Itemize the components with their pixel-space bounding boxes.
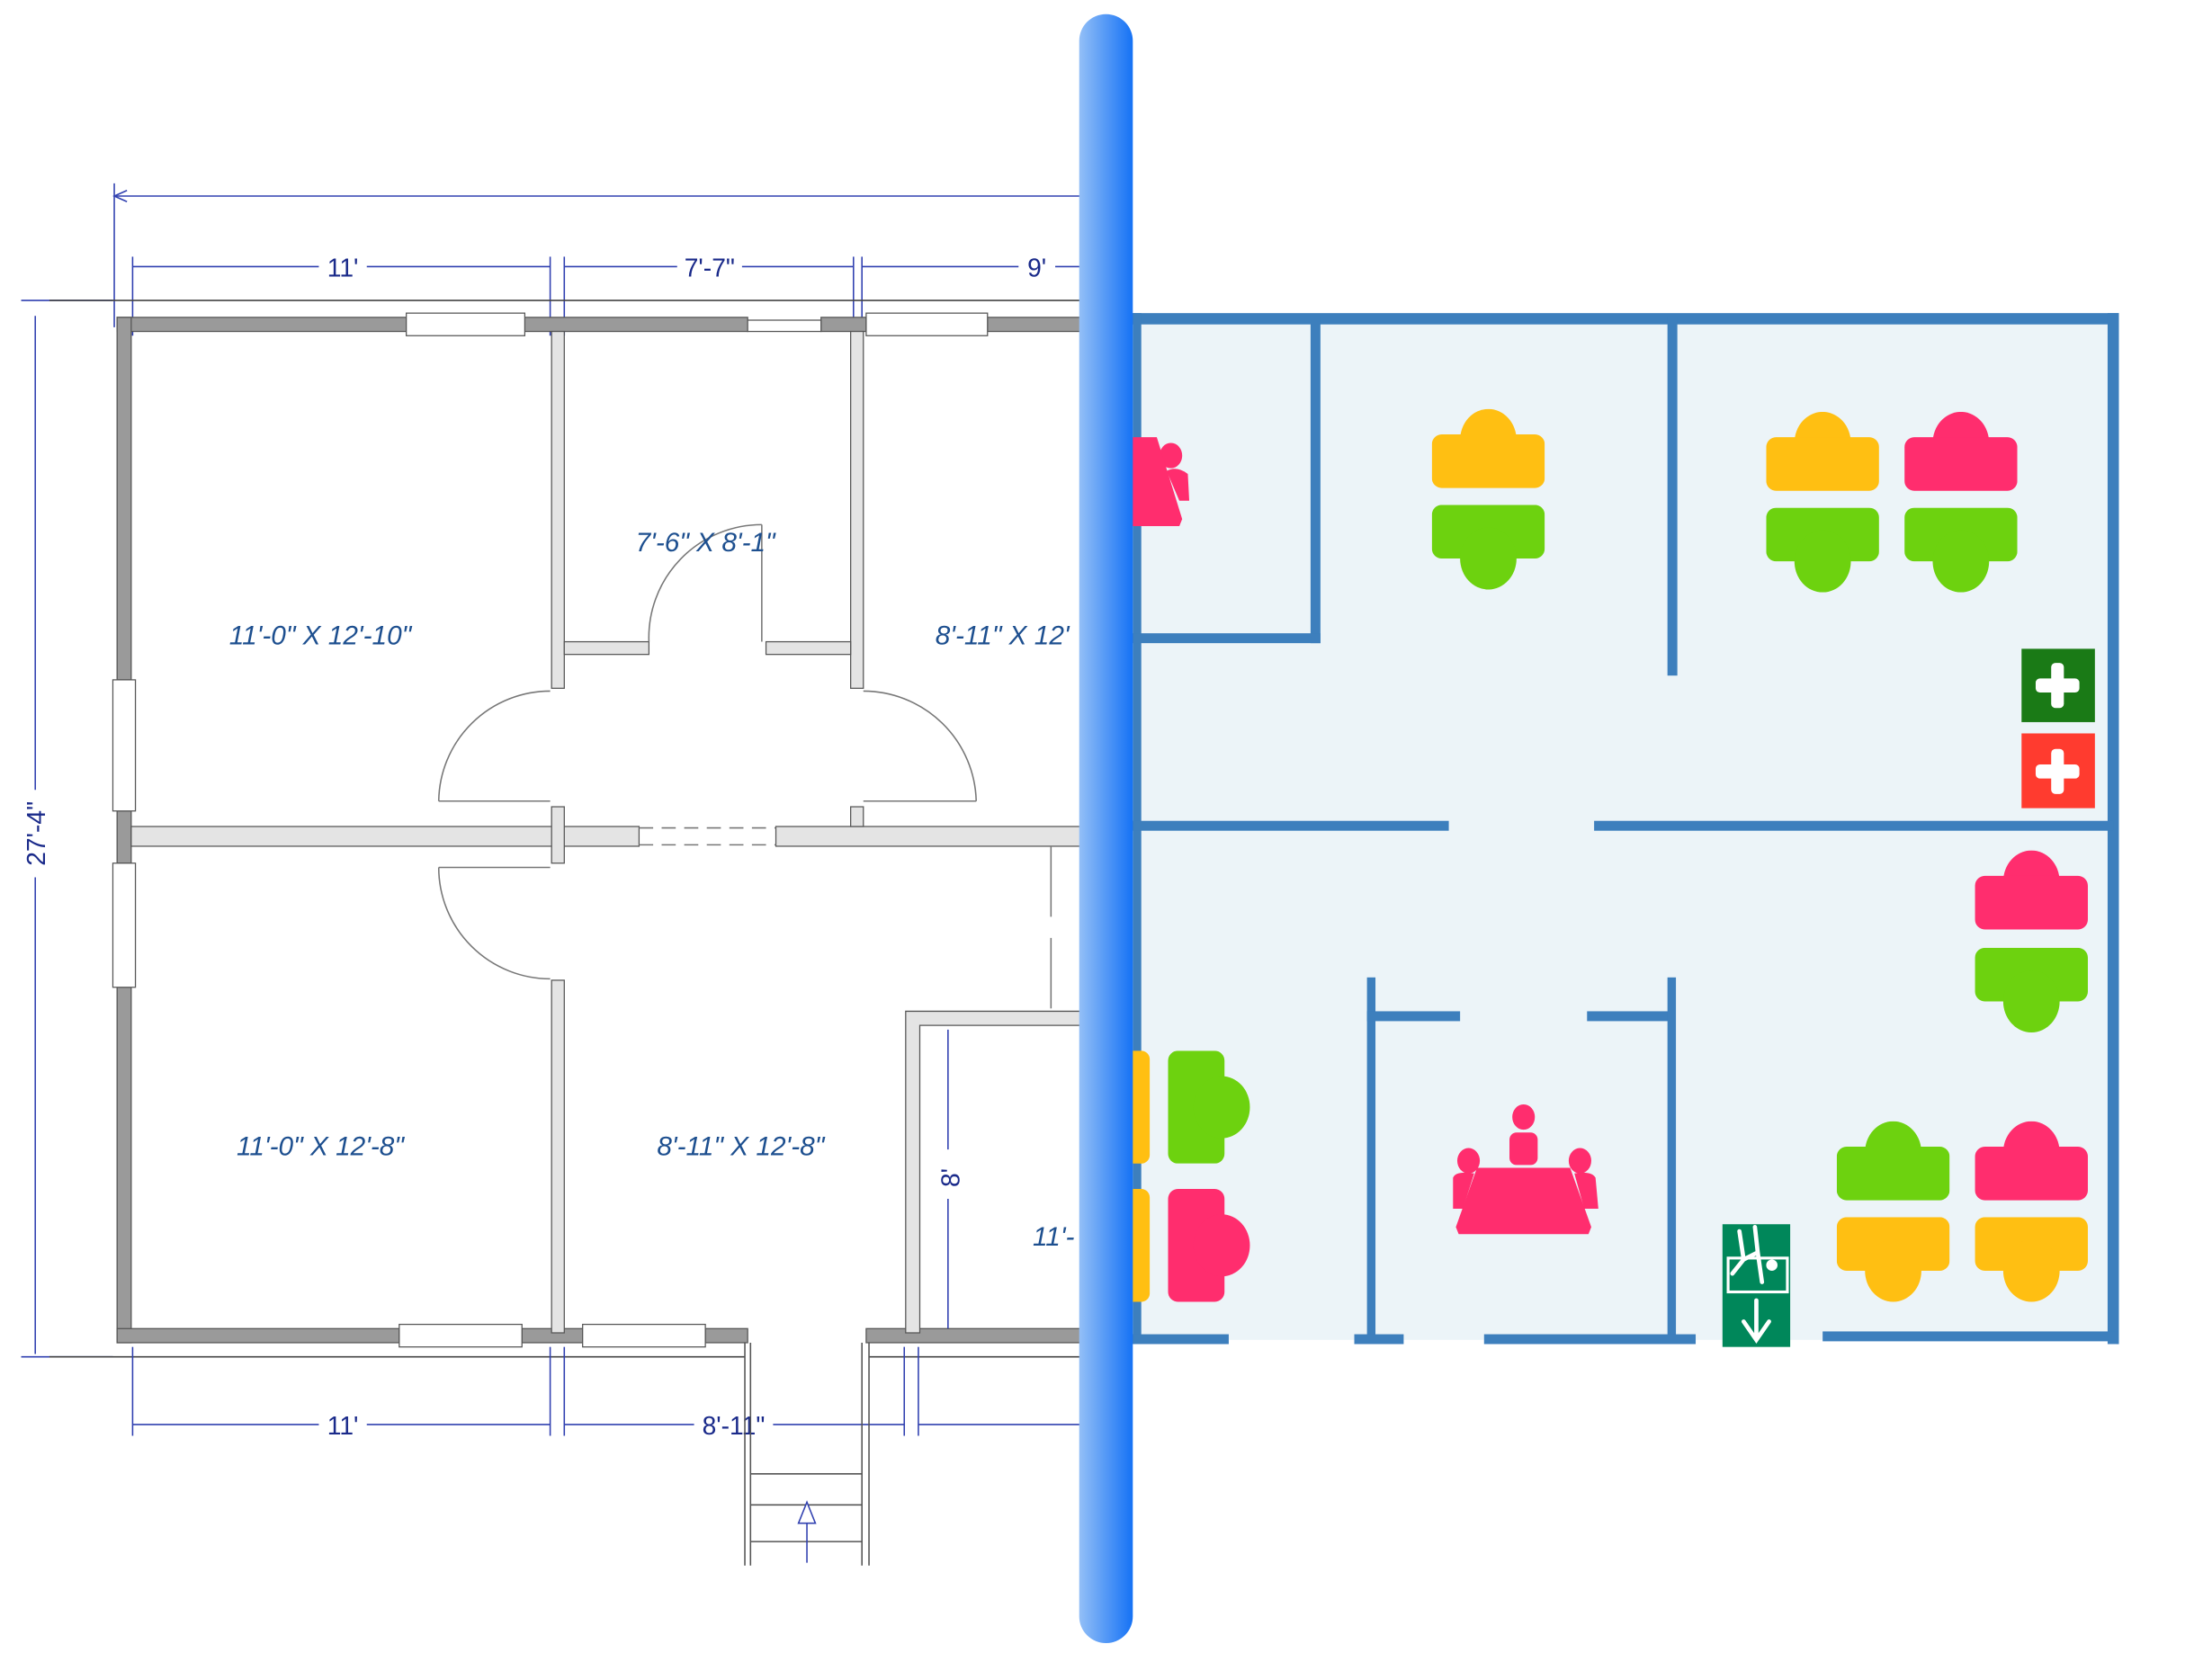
window — [747, 319, 822, 333]
architectural-plan: 11' 7'-7" 9' 27'-4" — [21, 183, 1088, 1566]
room-label: 11'- — [1033, 1222, 1075, 1252]
dimension-label: 8' — [936, 1168, 964, 1187]
window — [865, 312, 989, 336]
room-label: 11'-0" X 12'-8" — [237, 1131, 405, 1161]
dimension-label: 7'-7" — [685, 253, 735, 281]
comparison-divider-handle[interactable] — [1079, 13, 1133, 1644]
room-label: 11'-0" X 12'-10" — [229, 621, 413, 651]
room-label: 8'-11" X 12'-8" — [657, 1131, 825, 1161]
dimension-label: 11' — [327, 253, 359, 281]
room-label: 8'-11" X 12' — [936, 621, 1070, 651]
first-aid-green-icon — [2021, 648, 2095, 722]
interior-walls — [130, 330, 1088, 1334]
closet-dimension: 8' — [936, 1029, 964, 1329]
top-dimension-line: 11' 7'-7" 9' — [131, 253, 1087, 336]
first-aid-red-icon — [2021, 733, 2095, 809]
meeting-table-icon — [1453, 1103, 1599, 1235]
door-swing — [437, 867, 551, 980]
dimension-label: 11' — [327, 1411, 359, 1440]
dimension-label: 27'-4" — [22, 801, 50, 866]
bottom-dimension-line: 11' 8'-11" — [131, 1346, 1087, 1440]
room-label: 7'-6" X 8'-1" — [636, 528, 776, 558]
window — [112, 862, 137, 988]
window — [112, 679, 137, 812]
window — [406, 312, 526, 336]
door-swing — [863, 690, 978, 801]
door-swing — [437, 690, 551, 801]
door-swing — [648, 523, 762, 642]
dimension-label: 9' — [1027, 253, 1046, 281]
left-dimension-line: 27'-4" — [21, 299, 113, 1358]
office-seating-plan — [1086, 313, 2119, 1372]
exterior-walls — [112, 312, 1088, 1348]
window — [582, 1323, 706, 1348]
emergency-exit-icon — [1722, 1224, 1791, 1347]
window — [399, 1323, 523, 1348]
office-walls — [1086, 313, 2119, 1372]
entry-stairs — [744, 1342, 870, 1566]
dimension-label: 8'-11" — [703, 1411, 766, 1440]
